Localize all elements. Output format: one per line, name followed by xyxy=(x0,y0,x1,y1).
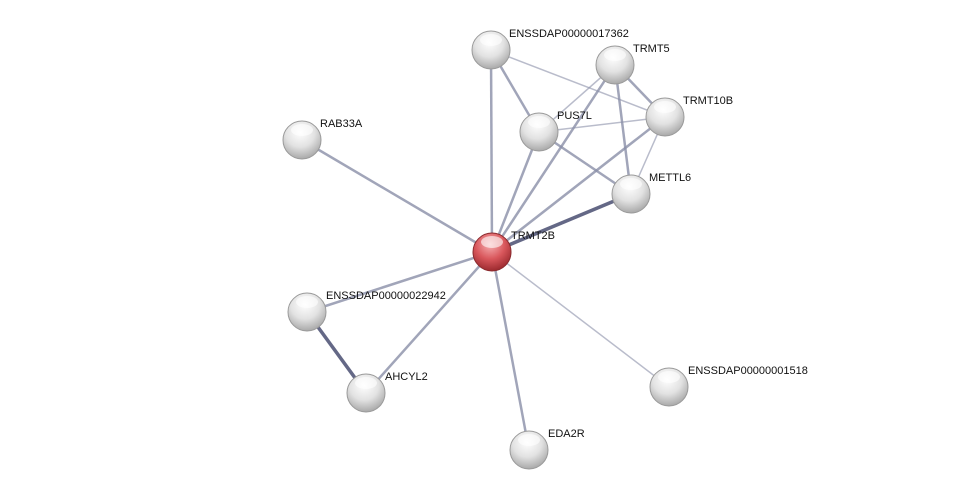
edge-trmt2b-trmt10b[interactable] xyxy=(491,116,666,253)
node-trmt10b[interactable]: TRMT10B xyxy=(645,95,733,137)
edge-trmt2b-rab33a[interactable] xyxy=(301,138,493,254)
edge-enssdap00000017362-trmt10b[interactable] xyxy=(490,49,666,118)
node-enssdap00000017362[interactable]: ENSSDAP00000017362 xyxy=(471,28,629,70)
node-label: METTL6 xyxy=(649,172,691,184)
node-rab33a[interactable]: RAB33A xyxy=(282,118,363,160)
node-highlight xyxy=(291,124,313,136)
node-label: ENSSDAP00000017362 xyxy=(509,28,629,40)
node-highlight xyxy=(604,49,626,61)
edge-pus7l-trmt10b[interactable] xyxy=(538,116,666,133)
node-highlight xyxy=(355,377,377,389)
node-label: AHCYL2 xyxy=(385,371,428,383)
edge-trmt2b-trmt5[interactable] xyxy=(490,64,617,253)
node-label: TRMT2B xyxy=(511,230,555,242)
node-enssdap00000022942[interactable]: ENSSDAP00000022942 xyxy=(287,290,446,332)
node-highlight xyxy=(658,371,680,383)
node-highlight xyxy=(480,34,502,46)
edge-trmt2b-enssdap00000001518[interactable] xyxy=(491,251,670,388)
edge-trmt2b-pus7l[interactable] xyxy=(490,131,541,253)
node-label: RAB33A xyxy=(320,118,363,130)
node-label: TRMT5 xyxy=(633,43,670,55)
node-label: ENSSDAP00000001518 xyxy=(688,365,808,377)
node-highlight xyxy=(481,236,503,248)
node-highlight xyxy=(518,434,540,446)
node-highlight xyxy=(296,296,318,308)
node-label: TRMT10B xyxy=(683,95,733,107)
edge-trmt2b-eda2r[interactable] xyxy=(490,251,531,451)
edge-trmt5-mettl6[interactable] xyxy=(613,64,633,195)
node-highlight xyxy=(620,178,642,190)
node-trmt5[interactable]: TRMT5 xyxy=(595,43,670,85)
edge-trmt2b-ahcyl2[interactable] xyxy=(365,251,493,394)
edge-trmt2b-mettl6[interactable] xyxy=(491,192,632,254)
node-trmt2b[interactable]: TRMT2B xyxy=(472,230,555,272)
node-highlight xyxy=(654,101,676,113)
node-label: ENSSDAP00000022942 xyxy=(326,290,446,302)
node-mettl6[interactable]: METTL6 xyxy=(611,172,691,214)
node-label: PUS7L xyxy=(557,110,592,122)
node-eda2r[interactable]: EDA2R xyxy=(509,428,585,470)
node-enssdap00000001518[interactable]: ENSSDAP00000001518 xyxy=(649,365,808,407)
node-ahcyl2[interactable]: AHCYL2 xyxy=(346,371,428,413)
node-highlight xyxy=(528,116,550,128)
node-pus7l[interactable]: PUS7L xyxy=(519,110,592,152)
edge-trmt2b-enssdap00000022942[interactable] xyxy=(306,250,493,314)
node-label: EDA2R xyxy=(548,428,585,440)
edge-trmt2b-enssdap00000017362[interactable] xyxy=(489,49,494,253)
